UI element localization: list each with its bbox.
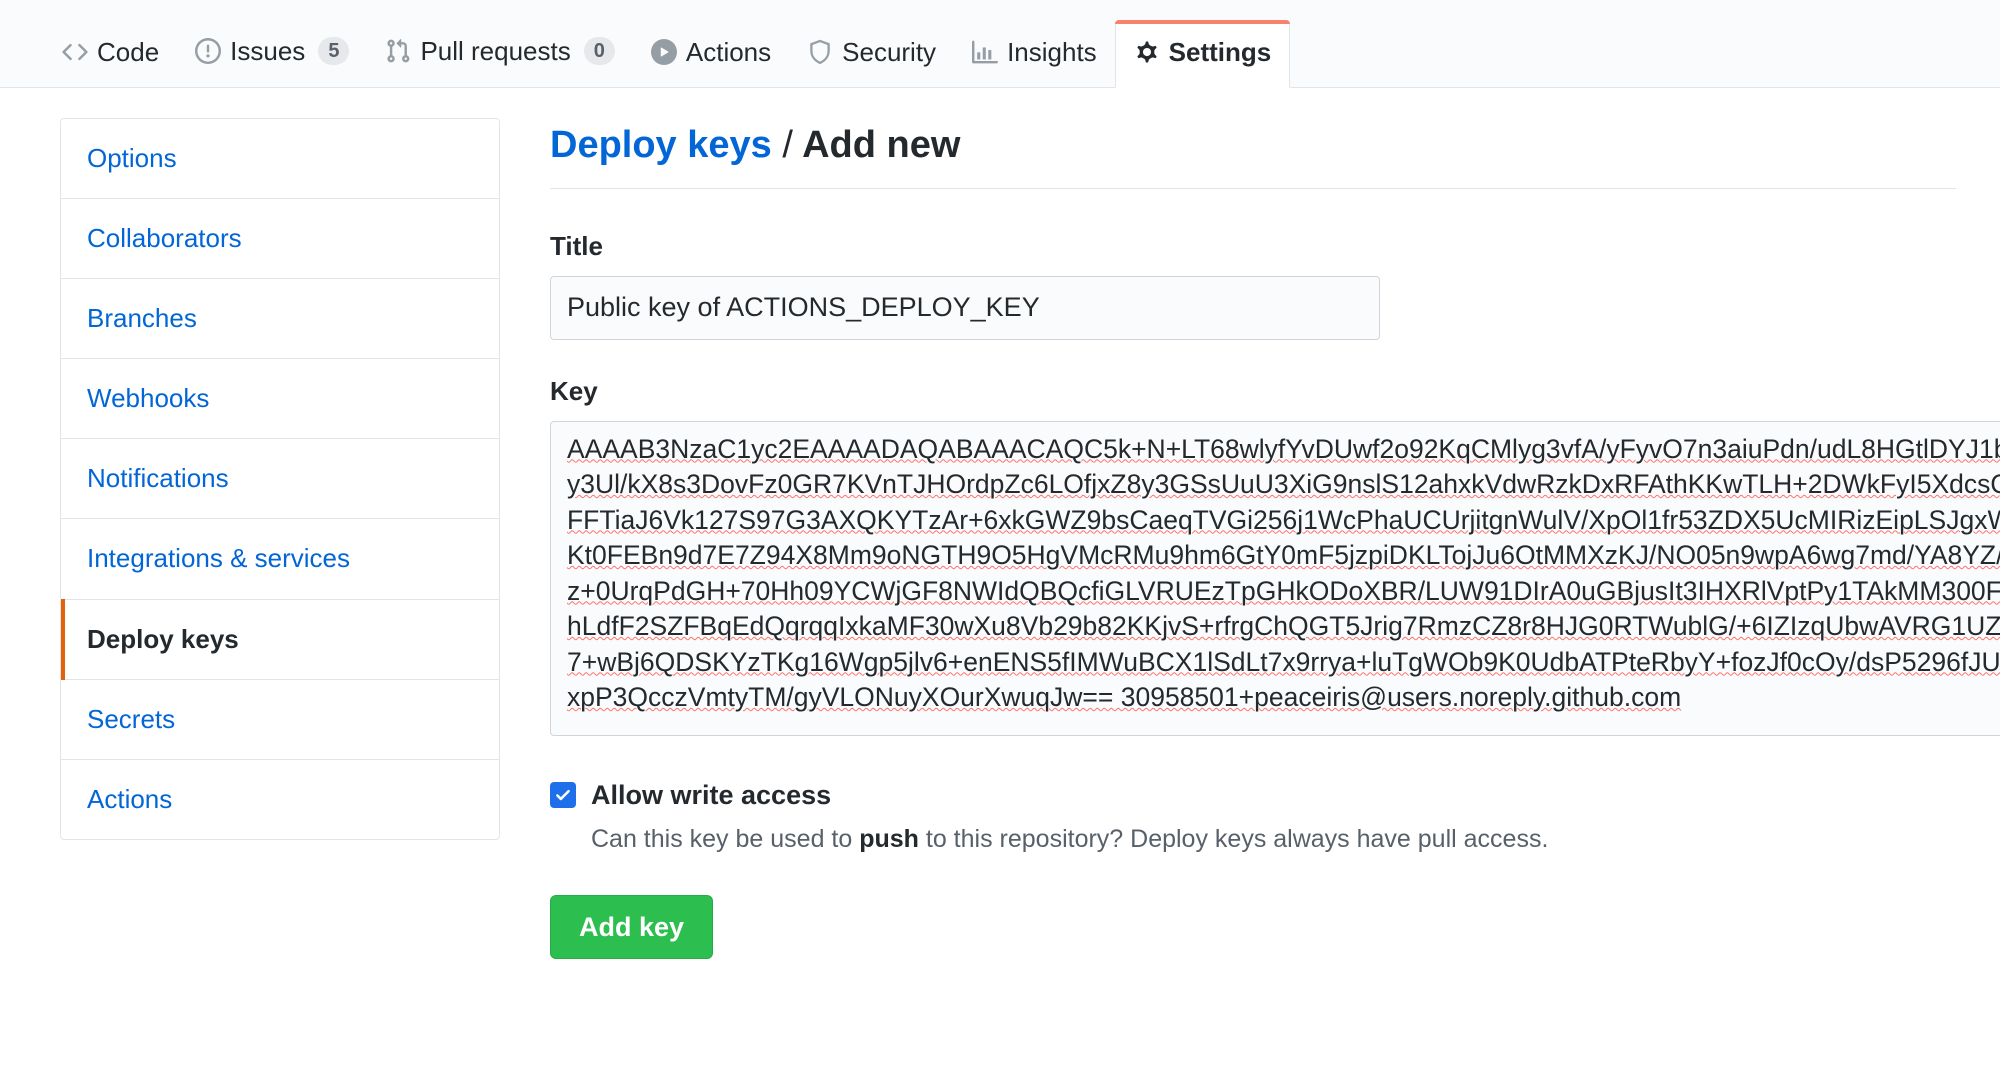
breadcrumb-separator: /	[782, 124, 793, 166]
sidebar-item-actions-label: Actions	[87, 783, 173, 814]
key-label: Key	[550, 375, 598, 406]
git-pull-request-icon	[385, 38, 411, 64]
nav-tab-issues-label: Issues	[230, 36, 306, 66]
title-label: Title	[550, 230, 603, 261]
title-input[interactable]	[550, 275, 1380, 340]
breadcrumb-deploy-keys-link[interactable]: Deploy keys	[550, 124, 772, 166]
nav-tab-security[interactable]: Security	[789, 39, 954, 87]
sidebar-item-webhooks[interactable]: Webhooks	[61, 359, 499, 440]
sidebar-item-options[interactable]: Options	[61, 119, 499, 200]
sidebar-item-secrets-label: Secrets	[87, 703, 176, 734]
nav-tab-settings-label: Settings	[1168, 37, 1272, 67]
key-field-group: Key AAAAB3NzaC1yc2EAAAADAQABAAACAQC5k+N+…	[550, 375, 2000, 736]
breadcrumb-current: Add new	[802, 124, 961, 166]
sidebar-item-notifications[interactable]: Notifications	[61, 439, 499, 520]
sidebar-item-collaborators-label: Collaborators	[87, 223, 242, 254]
nav-tab-code[interactable]: Code	[44, 39, 177, 87]
sidebar-item-options-label: Options	[87, 143, 177, 173]
issues-counter: 5	[318, 37, 350, 65]
nav-tab-pull-requests-label: Pull requests	[420, 36, 571, 66]
sidebar-item-integrations-services-label: Integrations & services	[87, 543, 351, 574]
add-key-button[interactable]: Add key	[550, 894, 714, 960]
page-title: Deploy keys / Add new	[550, 122, 1956, 189]
sidebar-item-webhooks-label: Webhooks	[87, 383, 210, 414]
allow-write-access-label[interactable]: Allow write access	[591, 779, 832, 810]
pull-requests-counter: 0	[583, 37, 615, 65]
nav-tab-issues[interactable]: Issues 5	[177, 37, 367, 87]
graph-icon	[972, 39, 999, 65]
nav-tab-pull-requests[interactable]: Pull requests 0	[367, 37, 632, 87]
code-icon	[62, 39, 88, 65]
sidebar-item-notifications-label: Notifications	[87, 463, 229, 494]
settings-sidebar: Options Collaborators Branches Webhooks …	[60, 118, 500, 840]
sidebar-item-branches-label: Branches	[87, 303, 197, 334]
nav-tab-actions[interactable]: Actions	[633, 39, 789, 87]
sidebar-item-secrets[interactable]: Secrets	[61, 679, 499, 760]
settings-page: Options Collaborators Branches Webhooks …	[0, 88, 2000, 960]
allow-write-access-checkbox[interactable]	[550, 782, 576, 808]
repository-nav: Code Issues 5 Pull requests 0 Actions Se…	[0, 0, 2000, 88]
nav-tab-security-label: Security	[842, 37, 937, 67]
sidebar-item-deploy-keys-label: Deploy keys	[87, 623, 239, 654]
allow-write-note-suffix: to this repository? Deploy keys always h…	[918, 824, 1549, 853]
nav-tab-actions-label: Actions	[685, 37, 772, 67]
title-field-group: Title	[550, 231, 1956, 340]
sidebar-item-branches[interactable]: Branches	[61, 279, 499, 360]
sidebar-item-integrations-services[interactable]: Integrations & services	[61, 519, 499, 600]
main-content: Deploy keys / Add new Title Key AAAAB3Nz…	[550, 118, 2000, 960]
key-textarea-wrapper: AAAAB3NzaC1yc2EAAAADAQABAAACAQC5k+N+LT68…	[550, 420, 2000, 736]
nav-tab-settings[interactable]: Settings	[1114, 20, 1291, 88]
allow-write-note-prefix: Can this key be used to	[591, 824, 860, 853]
allow-write-access-row: Allow write access	[550, 780, 1956, 811]
nav-tab-insights[interactable]: Insights	[954, 39, 1115, 87]
shield-icon	[807, 39, 833, 65]
gear-icon	[1134, 39, 1160, 65]
nav-tab-code-label: Code	[97, 37, 160, 67]
play-icon	[650, 39, 677, 65]
nav-tab-insights-label: Insights	[1007, 37, 1097, 67]
sidebar-item-actions[interactable]: Actions	[61, 759, 499, 839]
allow-write-note-bold: push	[859, 824, 919, 853]
sidebar-item-collaborators[interactable]: Collaborators	[61, 199, 499, 280]
key-textarea[interactable]: AAAAB3NzaC1yc2EAAAADAQABAAACAQC5k+N+LT68…	[550, 420, 2000, 736]
allow-write-access-note: Can this key be used to push to this rep…	[591, 821, 1956, 857]
issue-opened-icon	[195, 38, 222, 64]
sidebar-item-deploy-keys[interactable]: Deploy keys	[61, 598, 499, 680]
